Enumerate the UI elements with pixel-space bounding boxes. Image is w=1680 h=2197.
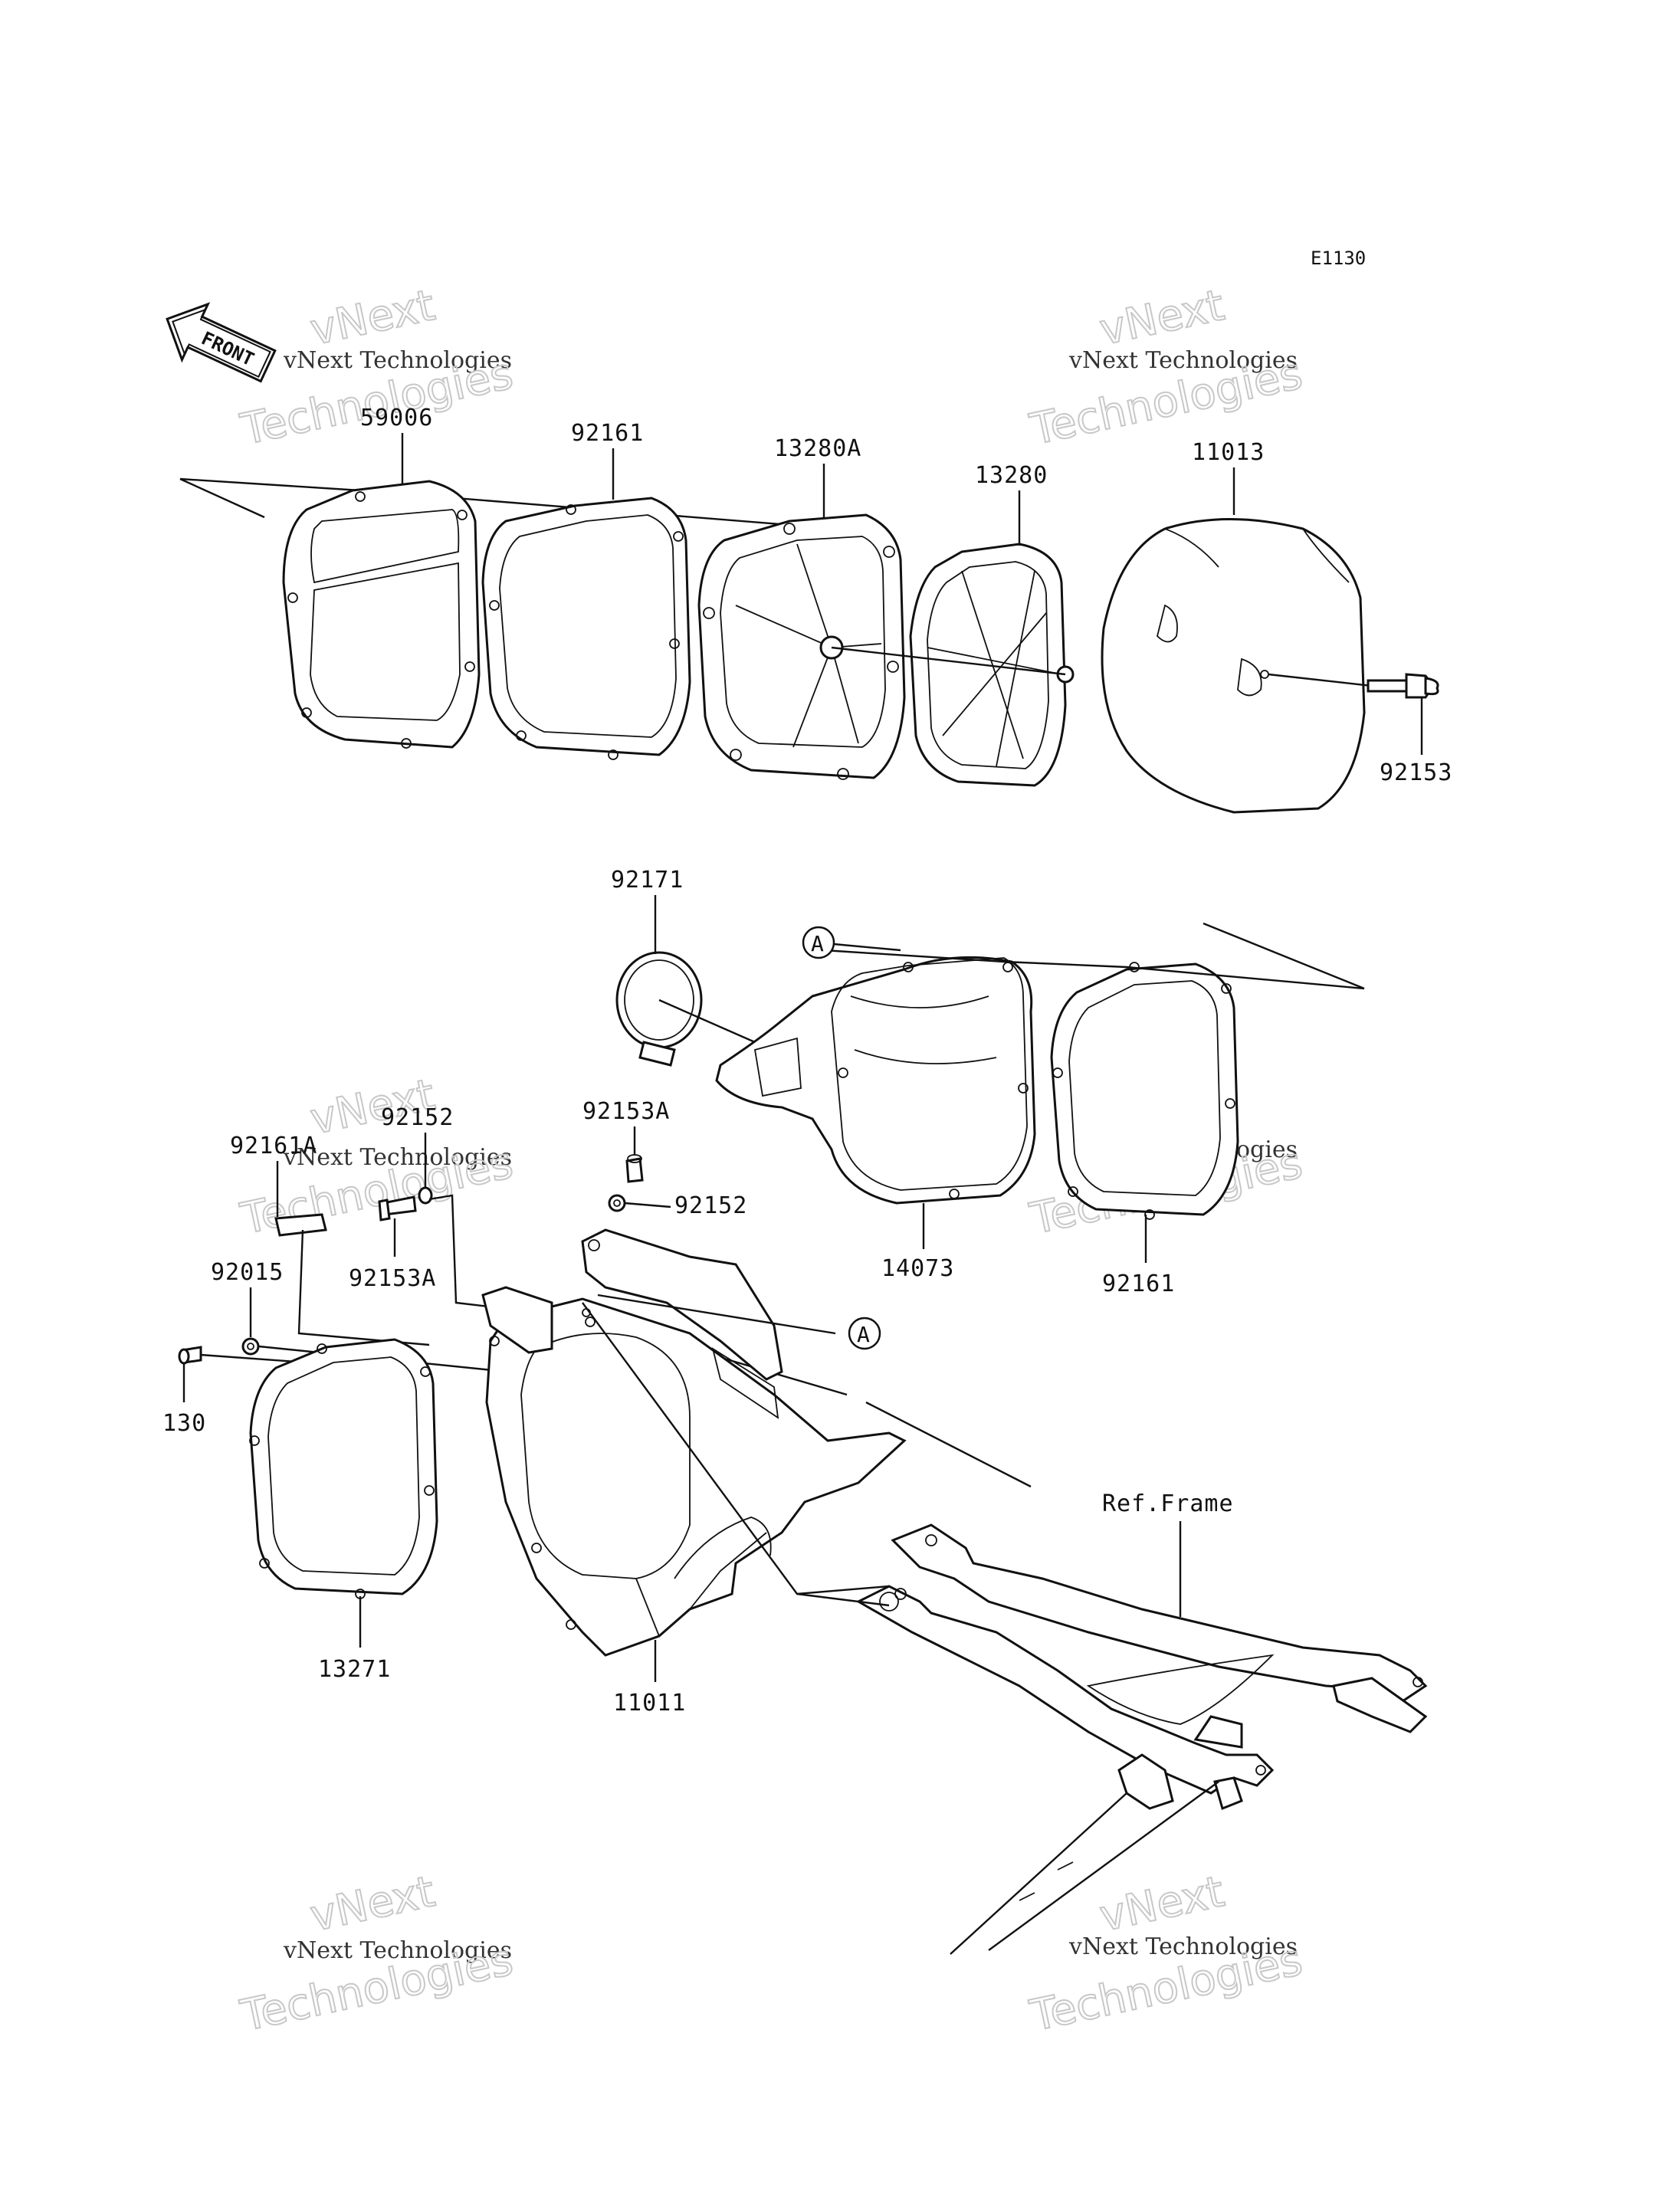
label-92153: 92153 [1380, 697, 1452, 786]
svg-text:92161A: 92161A [230, 1133, 317, 1159]
guide-line-callout-A2 [597, 1294, 836, 1335]
part-11013-cover [1101, 518, 1366, 814]
svg-text:92161: 92161 [571, 420, 644, 447]
label-ref-frame: Ref.Frame [1102, 1490, 1234, 1617]
svg-text:92161: 92161 [1102, 1271, 1175, 1297]
label-92152-left: 92152 [381, 1104, 454, 1188]
guide-line-mid-right [823, 922, 1365, 990]
svg-text:vNext Technologies: vNext Technologies [283, 1144, 512, 1171]
svg-text:Ref.Frame: Ref.Frame [1102, 1490, 1234, 1517]
guide-line-holder-to-frame [831, 646, 1066, 676]
svg-text:92171: 92171 [611, 867, 684, 894]
part-92153A-top-bolt [625, 1154, 644, 1183]
svg-text:vNext Technologies: vNext Technologies [283, 1937, 512, 1964]
label-13271: 13271 [318, 1596, 391, 1683]
watermark-top-right: vNext Technologies vNext Technologies [1025, 280, 1307, 456]
svg-text:13280A: 13280A [774, 435, 861, 462]
label-92153A-top: 92153A [582, 1098, 670, 1156]
part-13271-gasket [249, 1338, 438, 1599]
svg-text:vNext: vNext [306, 1867, 439, 1942]
svg-text:vNext: vNext [1095, 1867, 1229, 1942]
svg-text:vNext: vNext [306, 280, 439, 356]
guide-line-clamp [658, 998, 756, 1044]
front-arrow-icon: FRONT [166, 302, 277, 383]
part-92161-gasket-mid [1050, 962, 1239, 1220]
label-11011: 11011 [613, 1640, 686, 1717]
label-14073: 14073 [881, 1203, 954, 1282]
part-92153-bolt [1268, 673, 1439, 699]
svg-text:92153A: 92153A [582, 1098, 670, 1125]
callout-A-bottom: A [848, 1317, 881, 1350]
callout-A-top: A [802, 926, 901, 959]
part-92161A-tube [274, 1213, 327, 1237]
part-92152-left-washer [418, 1186, 433, 1205]
part-13280A-holder [697, 513, 906, 780]
part-13280-frame [909, 543, 1075, 787]
label-92015: 92015 [211, 1259, 284, 1337]
part-130-bolt [178, 1346, 202, 1365]
svg-text:92015: 92015 [211, 1259, 284, 1286]
svg-text:13280: 13280 [975, 462, 1048, 489]
svg-text:92152: 92152 [674, 1192, 747, 1219]
part-ref-frame [855, 1523, 1428, 1955]
part-59006-screen [282, 480, 481, 749]
svg-text:vNext Technologies: vNext Technologies [1068, 1933, 1298, 1960]
svg-text:59006: 59006 [360, 405, 433, 431]
part-92153A-left-bolt [378, 1195, 417, 1221]
part-92152-right-washer [608, 1194, 626, 1212]
svg-text:A: A [811, 931, 824, 956]
svg-text:92152: 92152 [381, 1104, 454, 1131]
label-92171: 92171 [611, 867, 684, 954]
diagram-code: E1130 [1311, 248, 1366, 269]
part-92161-gasket-top [481, 497, 691, 760]
part-92015-nut [241, 1337, 260, 1356]
part-11011-airbox [481, 1228, 907, 1657]
label-92161-mid: 92161 [1102, 1215, 1175, 1297]
label-92152-right: 92152 [624, 1192, 747, 1219]
label-59006: 59006 [360, 405, 433, 484]
guide-line-frame-mount [796, 1592, 890, 1607]
guide-line-airbox-frame [865, 1401, 1032, 1488]
guide-line-top-left-lower [179, 477, 265, 519]
label-130: 130 [162, 1364, 206, 1437]
svg-text:vNext Technologies: vNext Technologies [283, 347, 512, 374]
svg-text:vNext: vNext [1095, 280, 1229, 356]
watermark-bottom-left: vNext Technologies vNext Technologies [235, 1866, 517, 2042]
svg-text:A: A [857, 1322, 870, 1347]
label-92153A-left: 92153A [349, 1218, 436, 1292]
svg-text:11013: 11013 [1192, 439, 1265, 466]
svg-text:92153: 92153 [1380, 759, 1452, 786]
guide-line-top-left [179, 477, 790, 526]
part-92171-clamp [615, 951, 703, 1067]
svg-text:130: 130 [162, 1410, 206, 1437]
part-14073-duct [715, 956, 1036, 1205]
label-13280A: 13280A [774, 435, 861, 517]
label-13280: 13280 [975, 462, 1048, 546]
label-92161-top: 92161 [571, 420, 644, 500]
svg-text:92153A: 92153A [349, 1265, 436, 1292]
label-11013: 11013 [1192, 439, 1265, 515]
label-92161A: 92161A [230, 1133, 317, 1217]
svg-text:13271: 13271 [318, 1656, 391, 1683]
svg-text:vNext Technologies: vNext Technologies [1068, 347, 1298, 374]
svg-text:14073: 14073 [881, 1255, 954, 1282]
svg-text:11011: 11011 [613, 1690, 686, 1717]
